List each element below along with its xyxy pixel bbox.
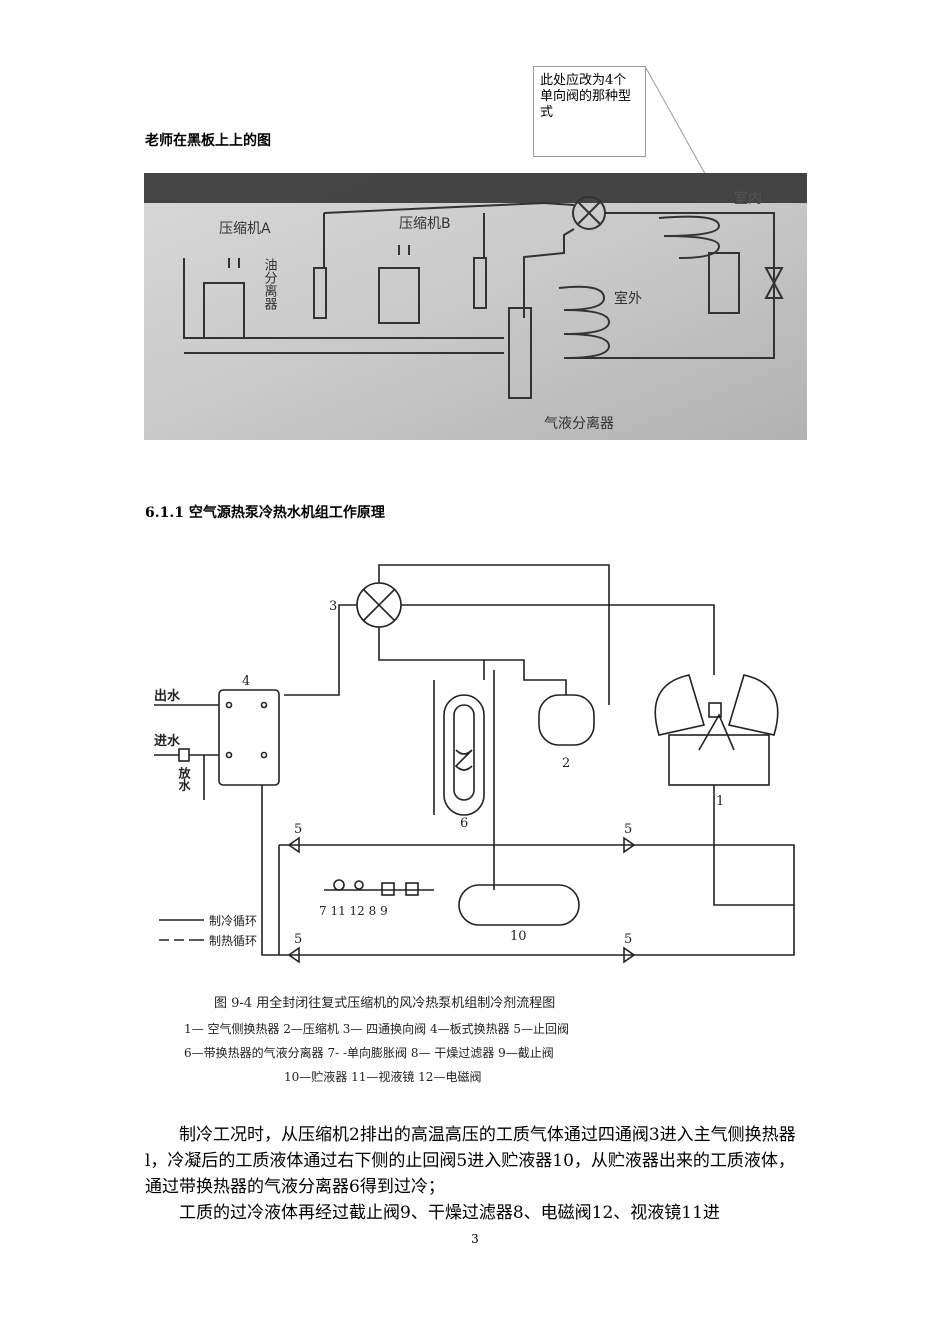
photo-label-outdoor: 室外 — [614, 290, 642, 307]
legend-heating: 制热循环 — [209, 934, 257, 948]
label-valves: 7 11 12 8 9 — [319, 904, 388, 918]
figure-caption-title: 图 9-4 用全封闭往复式压缩机的风冷热泵机组制冷剂流程图 — [214, 995, 555, 1011]
label-3: 3 — [329, 599, 337, 614]
comment-text: 此处应改为4个单向阀的那种型式 — [540, 73, 632, 120]
label-5-bottom-left: 5 — [294, 932, 302, 947]
heading-teacher-diagram: 老师在黑板上上的图 — [145, 133, 271, 149]
review-comment-box[interactable]: 此处应改为4个单向阀的那种型式 — [533, 66, 646, 157]
paragraph-2: 工质的过冷液体再经过截止阀9、干燥过滤器8、电磁阀12、视液镜11进 — [179, 1203, 720, 1223]
photo-label-comp-b: 压缩机B — [399, 216, 451, 232]
figure-caption-line-1: 1— 空气侧换热器 2—压缩机 3— 四通换向阀 4—板式换热器 5—止回阀 — [184, 1021, 569, 1036]
legend-cooling: 制冷循环 — [209, 914, 257, 928]
label-out-water: 出水 — [154, 688, 181, 704]
label-1: 1 — [716, 794, 724, 809]
label-6: 6 — [460, 816, 468, 831]
label-4: 4 — [242, 674, 250, 689]
label-in-water: 进水 — [154, 733, 181, 749]
photo-label-oil-separator: 油分离器 — [262, 258, 278, 311]
label-5-top-right: 5 — [624, 822, 632, 837]
photo-label-indoor: 室内 — [734, 190, 762, 207]
photo-label-gas-liquid-separator: 气液分离器 — [544, 415, 614, 432]
label-5-bottom-right: 5 — [624, 932, 632, 947]
photo-label-comp-a: 压缩机A — [219, 221, 271, 237]
sketch-photo: 压缩机A 压缩机B 室外 室内 气液分离器 油分离器 — [144, 173, 807, 440]
page-number: 3 — [471, 1232, 479, 1246]
label-5-top-left: 5 — [294, 822, 302, 837]
section-heading: 6.1.1 空气源热泵冷热水机组工作原理 — [145, 505, 385, 521]
label-10: 10 — [510, 929, 527, 944]
label-2: 2 — [562, 756, 570, 771]
paragraph-1: 制冷工况时，从压缩机2排出的高温高压的工质气体通过四通阀3进入主气侧换热器l，冷… — [145, 1125, 796, 1197]
refrigerant-flow-schematic: 3 4 6 2 1 10 5 5 5 5 出水 进水 7 11 12 8 9 制… — [144, 555, 810, 1095]
figure-caption-line-2: 6—带换热器的气液分离器 7- -单向膨胀阀 8— 干燥过滤器 9—截止阀 — [184, 1045, 554, 1060]
label-drain: 放水 — [177, 766, 191, 792]
figure-caption-line-3: 10—贮液器 11—视液镜 12—电磁阀 — [284, 1069, 481, 1084]
